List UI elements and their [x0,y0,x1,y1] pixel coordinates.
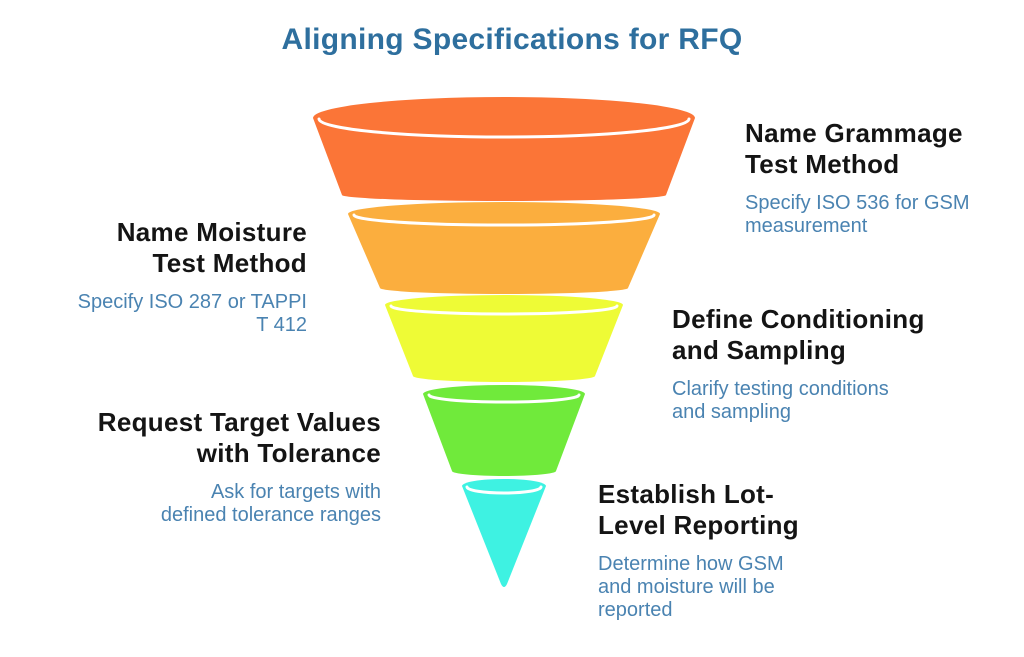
stage-description-reporting: Determine how GSM and moisture will be r… [598,553,784,621]
funnel-stage-5-rim-highlight [465,485,543,495]
stage-label-grammage: Name Grammage Test Method Specify ISO 53… [745,118,970,238]
funnel-stage-3-shape [385,295,623,382]
funnel-stage-3-rim-highlight [389,304,619,316]
stage-heading-moisture: Name Moisture Test Method [116,217,307,278]
funnel-stage-2-rim-highlight [352,213,656,227]
stage-label-reporting: Establish Lot- Level Reporting Determine… [598,479,799,622]
stage-description-moisture: Specify ISO 287 or TAPPI T 412 [77,291,307,336]
stage-description-conditioning: Clarify testing conditions and sampling [672,378,889,423]
funnel-stage-4-rim-highlight [427,393,581,404]
funnel-stage-5-shape [462,479,546,587]
stage-description-grammage: Specify ISO 536 for GSM measurement [745,192,970,237]
stage-heading-tolerance: Request Target Values with Tolerance [97,407,381,468]
page-title: Aligning Specifications for RFQ [281,23,743,56]
funnel-stage-2-shape [348,202,660,294]
stage-heading-conditioning: Define Conditioning and Sampling [672,304,925,365]
stage-description-tolerance: Ask for targets with defined tolerance r… [160,481,381,526]
funnel-stage-1-rim-highlight [317,117,691,139]
stage-label-tolerance: Request Target Values with Tolerance Ask… [98,407,381,527]
stage-heading-reporting: Establish Lot- Level Reporting [598,479,799,540]
funnel-stage-1-shape [313,97,695,201]
stage-heading-grammage: Name Grammage Test Method [745,118,963,179]
funnel-stage-4-shape [423,385,585,476]
stage-label-moisture: Name Moisture Test Method Specify ISO 28… [78,217,307,337]
stage-label-conditioning: Define Conditioning and Sampling Clarify… [672,304,925,424]
